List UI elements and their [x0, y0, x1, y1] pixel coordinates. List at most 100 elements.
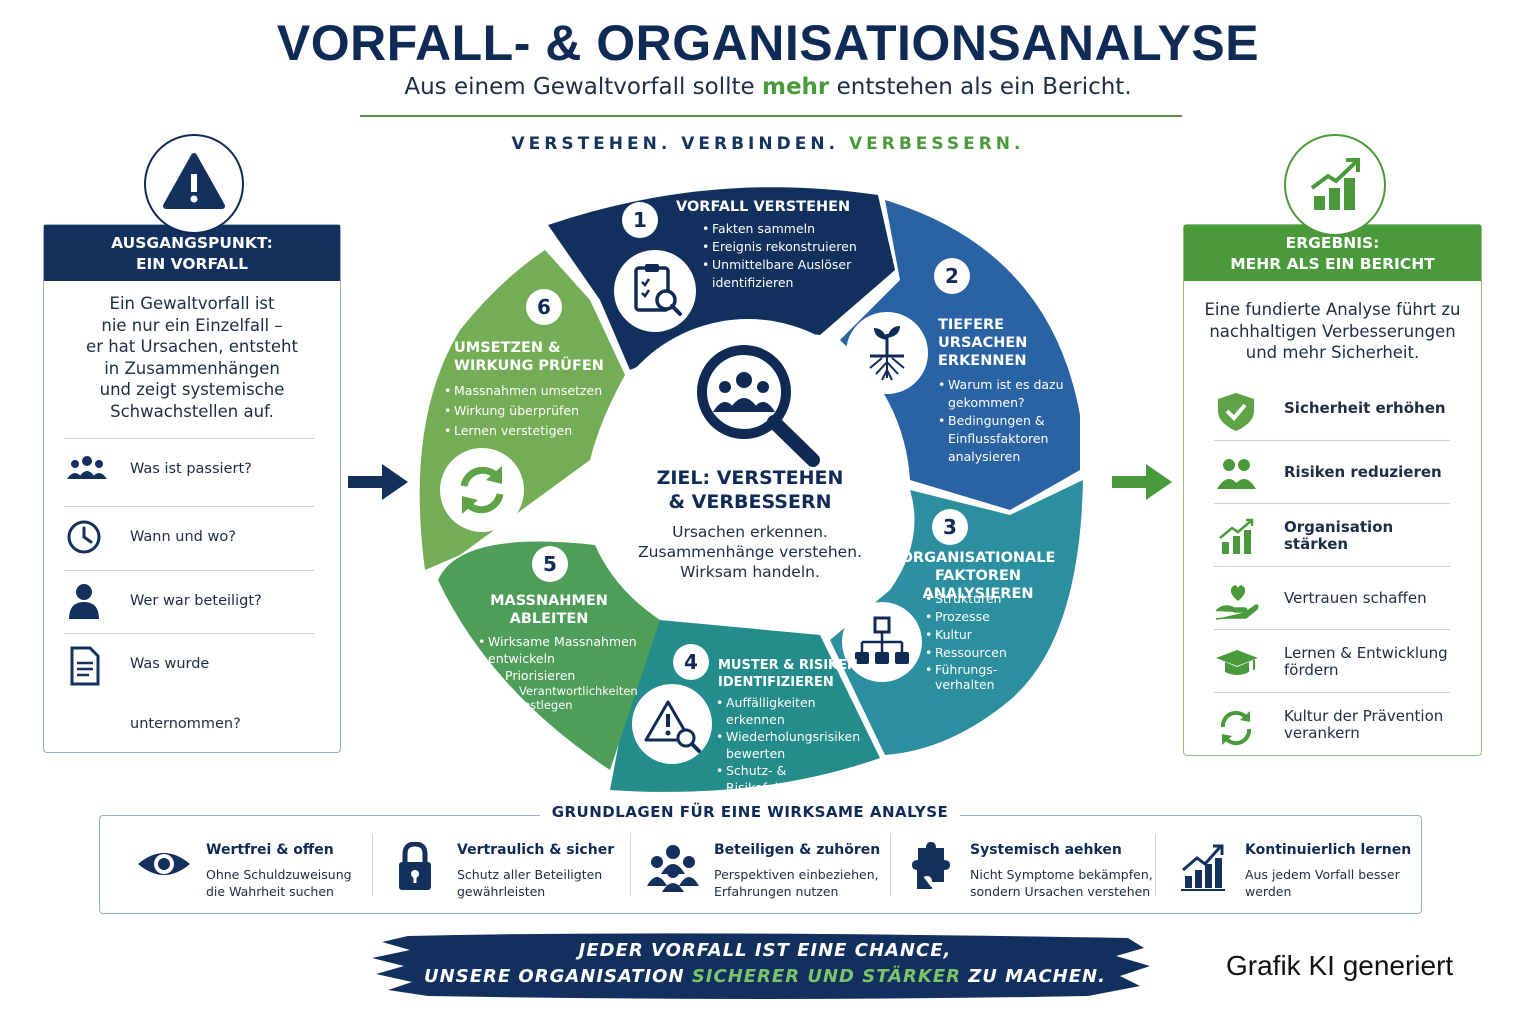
cycle-icon	[1220, 710, 1252, 746]
wheel-goal-line2: & VERBESSERN	[668, 491, 832, 513]
foundation-title: Beteiligen & zuhören	[714, 842, 881, 858]
heart-hand-icon	[1215, 585, 1259, 620]
step-item: Prozesse	[925, 608, 1035, 626]
result-label-line1: Kultur der Prävention	[1284, 706, 1444, 725]
step-icon-badge	[440, 448, 524, 532]
step-number: 1	[622, 202, 658, 238]
result-label: Sicherheit erhöhen	[1284, 399, 1446, 417]
step-title-line: WIRKUNG PRÜFEN	[454, 358, 604, 374]
step-items: Auffälligkeiten erkennen Wiederholungsri…	[716, 694, 876, 813]
foundation-line1: Perspektiven einbeziehen,	[714, 867, 879, 882]
result-row: Vertrauen schaffen	[1214, 566, 1450, 630]
foundation-title: Wertfrei & offen	[206, 842, 334, 858]
result-row: Risiken reduzieren	[1214, 440, 1450, 504]
step-item: Ereignis rekonstruieren	[702, 238, 862, 256]
step-item: Strukturen	[925, 590, 1035, 608]
step-item: Wirksame Massnahmen entwickeln	[478, 633, 638, 667]
step-item: Lernen verstetigen	[444, 421, 604, 441]
wheel-goal: ZIEL: VERSTEHEN & VERBESSERN	[610, 466, 890, 514]
step-item: Fakten sammeln	[702, 220, 862, 238]
result-row: Organisation stärken	[1214, 503, 1450, 567]
motto: VERSTEHEN. VERBINDEN. VERBESSERN.	[0, 134, 1536, 154]
step-title-line: URSACHEN	[938, 335, 1028, 351]
step-icon-badge	[846, 312, 928, 394]
arrow-right-icon	[1112, 464, 1172, 500]
step-number: 6	[526, 289, 562, 325]
growth-chart-icon	[1310, 158, 1360, 210]
warning-icon	[163, 153, 225, 209]
step-number: 4	[673, 644, 709, 680]
step-items: Wirksame Massnahmen entwickeln Priorisie…	[478, 633, 638, 712]
question-label: Was ist passiert?	[130, 461, 252, 477]
step-title: VORFALL VERSTEHEN	[676, 199, 851, 215]
question-row: Was ist passiert?	[64, 438, 314, 499]
start-panel-heading: AUSGANGSPUNKT: EIN VORFALL	[44, 225, 340, 281]
subtitle-highlight: mehr	[761, 74, 830, 100]
step-icon-badge	[614, 250, 696, 332]
divider	[890, 834, 891, 896]
start-heading-line1: AUSGANGSPUNKT:	[111, 234, 273, 252]
subtitle-post: entstehen als ein Bericht.	[829, 74, 1132, 100]
divider	[372, 834, 373, 896]
result-intro-line: und mehr Sicherheit.	[1245, 343, 1420, 362]
start-intro-line: in Zusammenhängen	[104, 358, 280, 378]
step-item: Bedingungen & Einflussfaktoren analysier…	[938, 412, 1064, 466]
wheel-center-text: Ursachen erkennen. Zusammenhänge versteh…	[610, 522, 890, 582]
org-chart-icon	[855, 616, 909, 664]
step-title-line: MASSNAHMEN	[490, 593, 608, 609]
person-icon	[69, 584, 99, 619]
question-label: Was wurde unternommen?	[130, 656, 241, 732]
step-item: Wiederholungsrisiken bewerten	[716, 728, 876, 762]
step-icon-badge	[632, 684, 712, 764]
start-intro-line: Ein Gewaltvorfall ist	[109, 294, 275, 313]
start-intro-line: nie nur ein Einzelfall –	[101, 315, 283, 335]
result-label-line2: verankern	[1284, 723, 1360, 742]
wheel-center	[595, 319, 901, 625]
step-title-line: UMSETZEN &	[454, 340, 561, 356]
start-intro-line: er hat Ursachen, entsteht	[86, 337, 298, 356]
growth-chart-icon	[1219, 518, 1254, 554]
question-label: Wer war beteiligt?	[130, 593, 262, 609]
step-item: Priorisieren	[495, 667, 638, 684]
warning-search-icon	[644, 700, 701, 753]
step-item: Massnahmen umsetzen	[444, 381, 604, 401]
foundation-text: Nicht Symptome bekämpfen, sondern Ursache…	[970, 866, 1153, 900]
foundation-line2: werden	[1245, 884, 1292, 899]
step-title-line: MUSTER & RISIKEN	[718, 658, 858, 673]
question-row: Was wurde unternommen?	[64, 633, 314, 732]
step-item: Führungs- verhalten	[925, 662, 1035, 692]
step-item: Auffälligkeiten erkennen	[716, 694, 876, 728]
banner-line2: UNSERE ORGANISATION SICHERER UND STÄRKER…	[380, 964, 1150, 990]
step-item: Ressourcen	[925, 644, 1035, 662]
foundation-line1: Nicht Symptome bekämpfen,	[970, 867, 1153, 882]
growth-chart-icon	[1181, 844, 1225, 891]
foundations-title: GRUNDLAGEN FÜR EINE WIRKSAME ANALYSE	[540, 803, 960, 821]
result-heading-line1: ERGEBNIS:	[1285, 234, 1380, 252]
result-label-line1: Lernen & Entwicklung	[1284, 643, 1448, 662]
lock-icon	[399, 842, 431, 890]
graduation-cap-icon	[1216, 650, 1258, 675]
result-row: Sicherheit erhöhen	[1214, 377, 1450, 440]
foundation-line2: gewährleisten	[457, 884, 546, 899]
clipboard-search-icon	[634, 264, 682, 316]
banner-line2-pre: UNSERE ORGANISATION	[424, 966, 692, 987]
foundation-line2: sondern Ursachen verstehen	[970, 884, 1151, 899]
people-icon	[1217, 459, 1256, 489]
result-intro: Eine fundierte Analyse führt zu nachhalt…	[1190, 299, 1475, 364]
step-title-line: ERKENNEN	[938, 353, 1027, 369]
banner-brush	[372, 933, 1150, 999]
banner-text: JEDER VORFALL IST EINE CHANCE, UNSERE OR…	[380, 938, 1150, 990]
step-number: 2	[934, 258, 970, 294]
banner-line1: JEDER VORFALL IST EINE CHANCE,	[578, 940, 952, 961]
step-number: 3	[932, 509, 968, 545]
result-label-line2: fördern	[1284, 660, 1339, 679]
foundation-line2: Erfahrungen nutzen	[714, 884, 839, 899]
divider	[630, 834, 631, 896]
result-label: Risiken reduzieren	[1284, 463, 1442, 481]
page-title: VORFALL- & ORGANISATIONSANALYSE	[276, 15, 1260, 71]
step-item: Verantwortlichkeiten festlegen	[509, 684, 638, 712]
growth-badge	[1284, 134, 1386, 236]
search-people-icon	[697, 345, 820, 467]
start-panel: AUSGANGSPUNKT: EIN VORFALL Ein Gewaltvor…	[43, 224, 341, 753]
